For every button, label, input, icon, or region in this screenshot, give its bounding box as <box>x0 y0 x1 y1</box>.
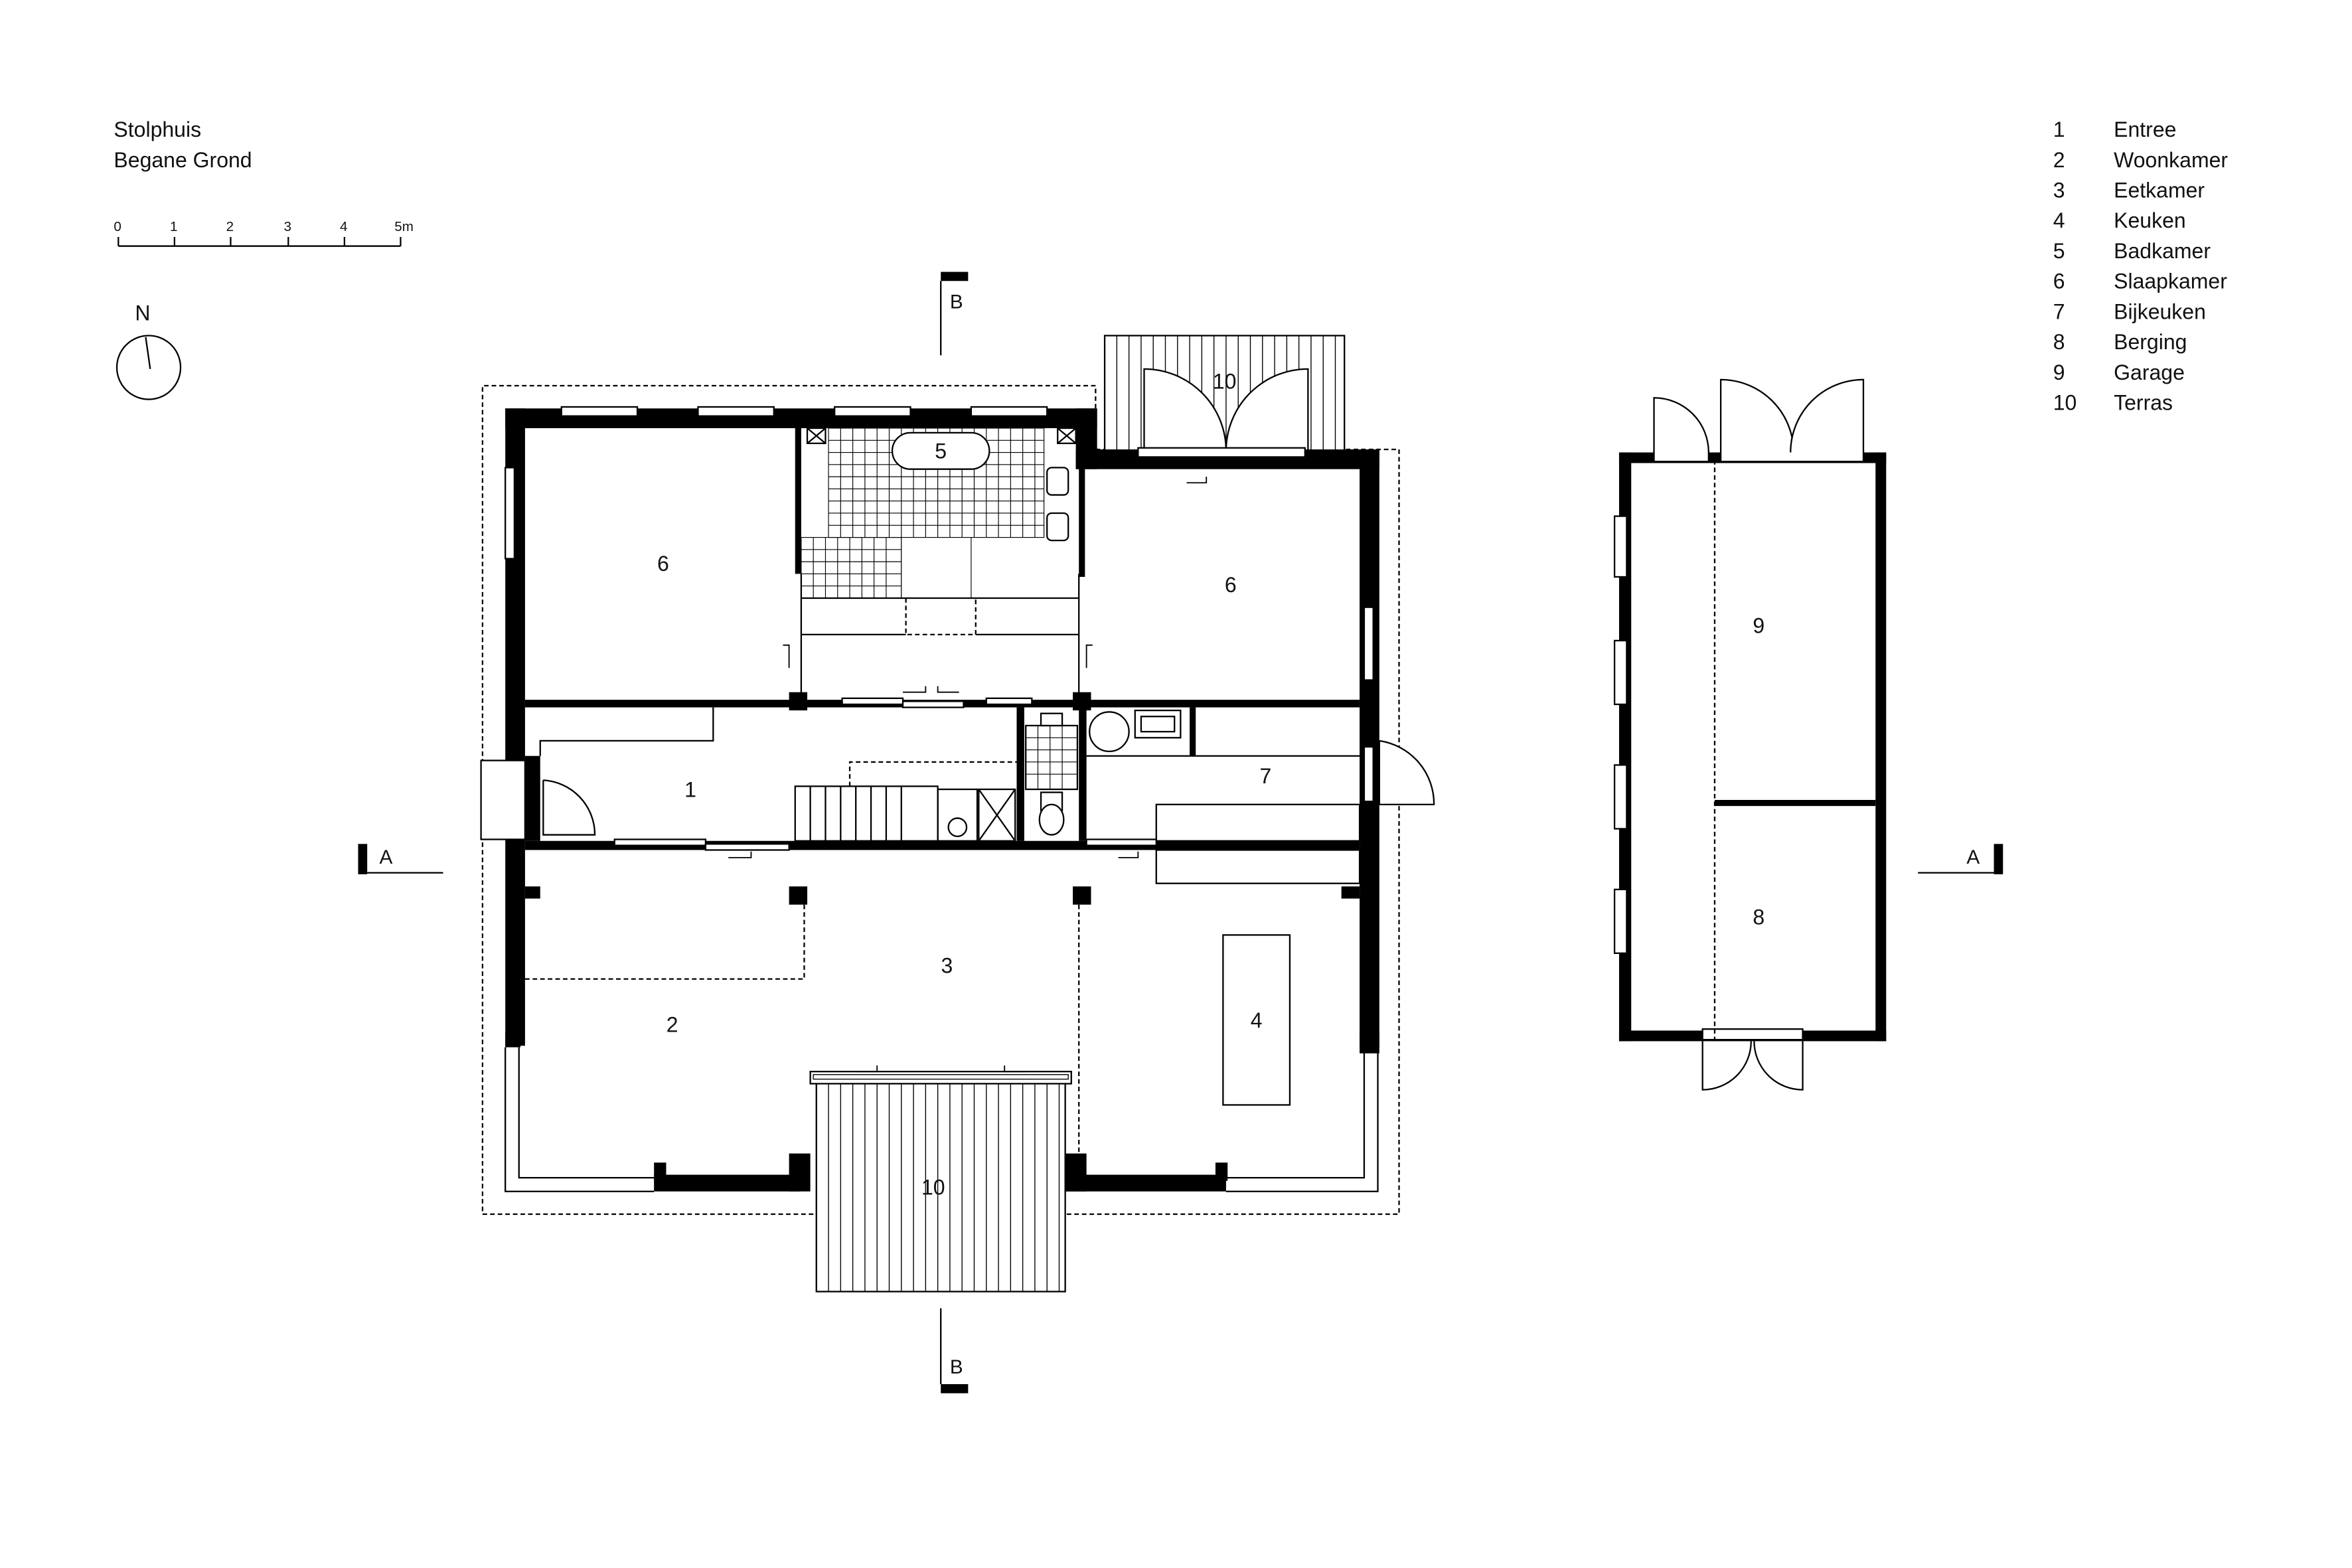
legend-number: 4 <box>2053 208 2065 232</box>
room-label-slaapkamer-west: 6 <box>657 552 669 576</box>
section-marker-b-top: B <box>940 272 969 356</box>
legend-number: 5 <box>2053 239 2065 263</box>
sliding-doors <box>613 697 1157 851</box>
legend-name: Slaapkamer <box>2114 270 2227 293</box>
room-label-garage: 9 <box>1753 614 1764 638</box>
section-a-label: A <box>379 846 392 868</box>
legend-name: Bijkeuken <box>2114 299 2206 323</box>
north-label: N <box>135 301 150 325</box>
north-windows <box>505 406 1374 803</box>
scale-bar-labels: 0 1 2 3 4 5m <box>114 219 413 234</box>
scale-tick-label: 5m <box>394 219 414 234</box>
south-terrace <box>809 1071 1072 1293</box>
scale-bar <box>118 236 402 247</box>
section-a-label: A <box>1966 846 1980 868</box>
garage-building: 9 8 <box>1613 378 1887 1091</box>
room-label-terras-south: 10 <box>921 1175 945 1199</box>
plan-title: Stolphuis <box>114 118 201 141</box>
legend-name: Entree <box>2114 118 2176 141</box>
scale-tick-label: 2 <box>226 219 234 234</box>
legend-number: 8 <box>2053 330 2065 354</box>
legend-name: Keuken <box>2114 208 2186 232</box>
legend-number: 2 <box>2053 148 2065 172</box>
wardrobes <box>800 574 1080 696</box>
entry-porch <box>480 759 596 840</box>
section-marker-a-right: A <box>1918 844 2003 875</box>
section-b-label: B <box>950 291 963 313</box>
legend-name: Woonkamer <box>2114 148 2228 172</box>
legend-number: 6 <box>2053 270 2065 293</box>
dashed-overhead-lines <box>524 904 1080 1154</box>
section-b-label: B <box>950 1356 963 1378</box>
roof-outline <box>481 384 1400 1215</box>
room-label-eetkamer: 3 <box>941 954 953 978</box>
basin <box>1046 512 1069 542</box>
toilet-shower-block <box>937 712 1079 842</box>
door-arrows <box>728 477 1208 1073</box>
section-marker-a-left: A <box>358 844 443 875</box>
room-label-terras-north: 10 <box>1213 370 1237 394</box>
scale-tick-label: 4 <box>340 219 347 234</box>
scale-tick-label: 1 <box>170 219 177 234</box>
corner-windows <box>505 1047 1379 1192</box>
stairs <box>794 761 1017 842</box>
legend-number: 7 <box>2053 299 2065 323</box>
room-label-badkamer: 5 <box>935 439 947 463</box>
legend-name: Garage <box>2114 360 2185 384</box>
basin <box>1046 467 1069 496</box>
legend-name: Eetkamer <box>2114 179 2205 202</box>
shafts <box>806 427 1077 444</box>
legend-number: 1 <box>2053 118 2065 141</box>
north-terrace <box>1103 335 1346 452</box>
bathtub <box>891 431 990 470</box>
room-label-slaapkamer-east: 6 <box>1225 573 1237 597</box>
legend-number: 9 <box>2053 360 2065 384</box>
legend-name: Terras <box>2114 391 2173 415</box>
main-house: 1 2 3 4 5 6 6 7 10 10 <box>480 335 1435 1293</box>
legend-number: 3 <box>2053 179 2065 202</box>
room-labels: 1 2 3 4 5 6 6 7 10 10 <box>657 370 1271 1200</box>
legend-number: 10 <box>2053 391 2077 415</box>
hall-outline <box>539 707 714 756</box>
room-label-keuken: 4 <box>1251 1008 1263 1032</box>
scale-tick-label: 3 <box>283 219 291 234</box>
scale-tick-label: 0 <box>114 219 121 234</box>
north-arrow-icon <box>116 335 182 400</box>
plan-subtitle: Begane Grond <box>114 148 252 172</box>
bijkeuken-fittings <box>1086 709 1361 884</box>
room-label-woonkamer: 2 <box>666 1013 678 1037</box>
room-label-berging: 8 <box>1753 905 1764 929</box>
legend-name: Berging <box>2114 330 2187 354</box>
kitchen-island <box>1222 934 1291 1106</box>
badkamer-tiles <box>801 428 1045 599</box>
room-label-entree: 1 <box>684 777 696 801</box>
section-marker-b-bottom: B <box>940 1308 969 1393</box>
legend: 1 Entree 2 Woonkamer 3 Eetkamer 4 Keuken… <box>2053 118 2229 414</box>
legend-name: Badkamer <box>2114 239 2211 263</box>
room-label-bijkeuken: 7 <box>1259 764 1271 788</box>
bijkeuken-door <box>1378 740 1435 806</box>
